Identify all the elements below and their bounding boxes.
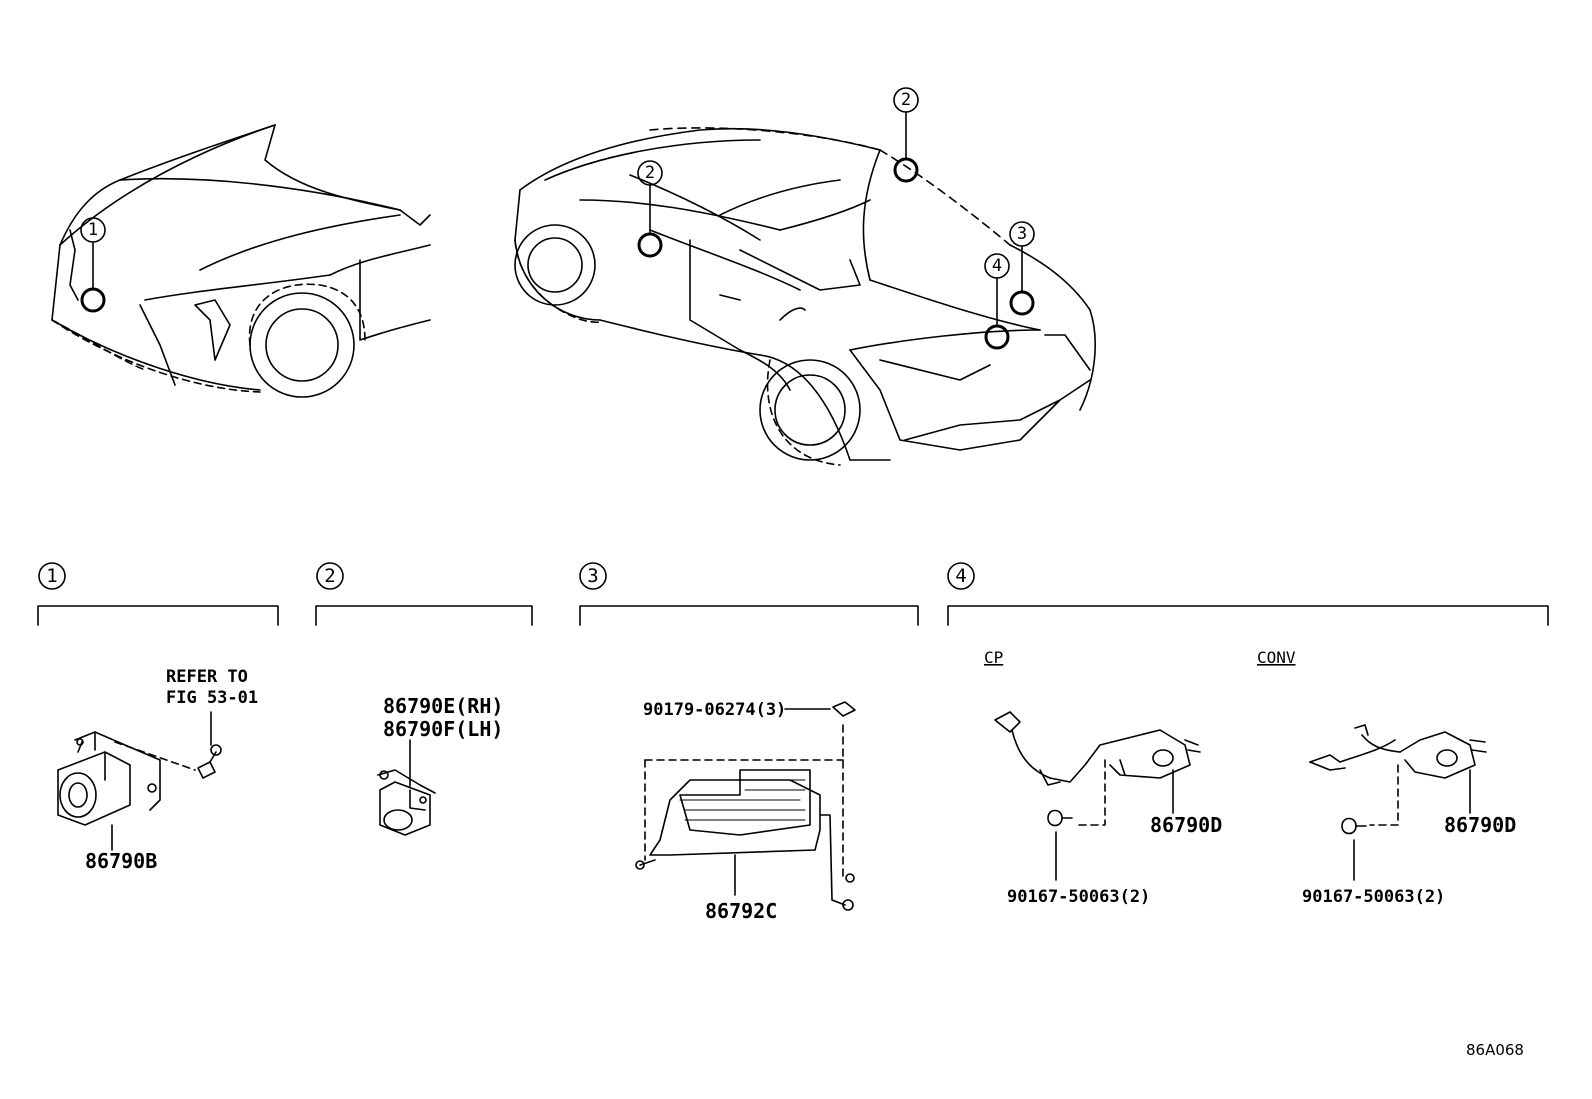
camera-86790b: [57, 731, 161, 826]
bolt-label-90179: 90179-06274(3): [643, 700, 786, 720]
section-bracket-3: [579, 605, 919, 626]
part-label-86792c: 86792C: [705, 899, 777, 923]
part-label-conv-86790d: 86790D: [1444, 813, 1516, 837]
location-ring-3: [1009, 290, 1035, 316]
callout-circle-2a: [637, 160, 663, 186]
ecu-86792c: [635, 769, 855, 911]
callout-circle-3: [1009, 221, 1035, 247]
cp-heading: CP: [984, 648, 1003, 667]
callout-circle-4: [984, 253, 1010, 279]
section-circle-2: [316, 562, 344, 590]
conv-camera-86790d: [1309, 724, 1487, 779]
callout-circle-2b: [893, 87, 919, 113]
location-ring-2b: [893, 157, 919, 183]
section-bracket-2: [315, 605, 533, 626]
callout-label-2b: 2: [901, 90, 911, 110]
callout-label-1: 1: [88, 220, 98, 240]
part-label-86790e-rh: 86790E(RH): [383, 694, 503, 718]
bolt-icon-3: [832, 701, 856, 717]
location-ring-4: [984, 324, 1010, 350]
section-bracket-4: [947, 605, 1549, 626]
cp-camera-86790d: [994, 711, 1201, 786]
front-car-view: [51, 124, 431, 398]
part-label-86790f-lh: 86790F(LH): [383, 717, 503, 741]
section-circle-3: [579, 562, 607, 590]
screw-label-conv: 90167-50063(2): [1302, 887, 1445, 907]
callout-label-3: 3: [1017, 224, 1027, 244]
part-label-cp-86790d: 86790D: [1150, 813, 1222, 837]
screw-icon-cp: [1047, 809, 1063, 827]
section-circle-4: [947, 562, 975, 590]
location-ring-2a: [637, 232, 663, 258]
refer-to-label: REFER TO: [166, 667, 248, 687]
screw-icon-1: [197, 761, 216, 779]
callout-label-4: 4: [992, 256, 1002, 276]
section-number-3: 3: [587, 565, 598, 587]
section-number-2: 2: [324, 565, 335, 587]
screw-label-cp: 90167-50063(2): [1007, 887, 1150, 907]
sensor-86790e-f: [377, 769, 436, 836]
figure-code: 86A068: [1466, 1041, 1524, 1059]
section-circle-1: [38, 562, 66, 590]
screw-icon-conv: [1341, 817, 1357, 835]
part-label-86790b: 86790B: [85, 849, 157, 873]
callout-circle-1: [80, 217, 106, 243]
conv-heading: CONV: [1257, 648, 1296, 667]
refer-fig-label: FIG 53-01: [166, 688, 258, 708]
section-bracket-1: [37, 605, 279, 626]
section-number-4: 4: [955, 565, 966, 587]
callout-label-2a: 2: [645, 163, 655, 183]
location-ring-1: [80, 287, 106, 313]
rear-car-view: [514, 127, 1096, 466]
section-number-1: 1: [46, 565, 57, 587]
